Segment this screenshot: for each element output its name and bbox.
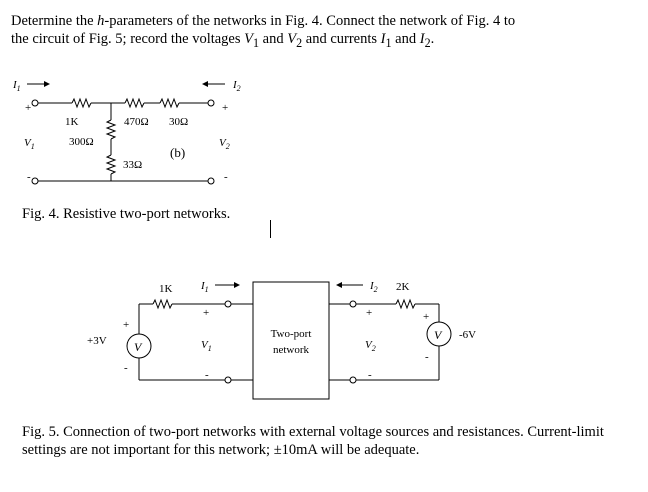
fig4-i1-arrow — [27, 81, 50, 87]
fig4-resistor-1k — [71, 97, 92, 109]
fig5-i1-label: I1 — [200, 280, 209, 294]
fig5-i2-label: I2 — [369, 280, 378, 294]
fig5-r1k-value: 1K — [159, 283, 173, 295]
fig4-r1k-value: 1K — [65, 116, 79, 128]
statement-line-1: Determine the h-parameters of the networ… — [11, 13, 516, 29]
fig4-terminal-1-bottom — [31, 177, 39, 185]
fig5-v1-plus: + — [203, 307, 209, 319]
fig4-v1-plus: + — [25, 102, 31, 114]
fig5-v2-label: V2 — [365, 339, 376, 353]
fig4-resistor-300 — [105, 119, 117, 140]
fig4-terminal-2-bottom — [207, 177, 215, 185]
fig5-left-plus: + — [123, 319, 129, 331]
fig4-i2-arrow — [202, 81, 225, 87]
fig5-left-minus: - — [124, 362, 128, 374]
problem-statement: Determine the h-parameters of the networ… — [11, 12, 641, 52]
two-port-box-line-2: network — [273, 344, 310, 356]
fig4-resistor-470 — [124, 97, 145, 109]
fig5-resistor-2k — [395, 298, 416, 310]
fig4-r300-value: 300Ω — [69, 136, 94, 148]
fig4-resistor-33 — [105, 154, 117, 175]
fig4-r30-value: 30Ω — [169, 116, 188, 128]
fig5-port2-bottom — [349, 376, 357, 384]
fig5-r2k-value: 2K — [396, 281, 410, 293]
two-port-network-box — [252, 281, 330, 400]
fig5-resistor-1k — [152, 298, 173, 310]
fig5-right-meter-symbol: V — [434, 328, 443, 342]
fig5-v2-plus: + — [366, 307, 372, 319]
fig5-left-meter-symbol: V — [134, 340, 143, 354]
fig5-right-plus: + — [423, 311, 429, 323]
fig4-i1-label: I1 — [12, 79, 21, 93]
fig4-v1-minus: - — [27, 171, 31, 183]
fig4-variant-label: (b) — [170, 145, 185, 160]
fig5-v1-label: V1 — [201, 339, 212, 353]
fig4-terminal-2-top — [207, 99, 215, 107]
fig4-circuit: I1 I2 — [12, 79, 241, 185]
fig4-v2-label: V2 — [219, 137, 230, 151]
fig4-r33-value: 33Ω — [123, 159, 142, 171]
fig5-port1-bottom — [224, 376, 232, 384]
fig4-v1-label: V1 — [24, 137, 35, 151]
fig4-v2-minus: - — [224, 171, 228, 183]
fig4-caption: Fig. 4. Resistive two-port networks. — [22, 206, 231, 222]
fig4-v2-plus: + — [222, 102, 228, 114]
fig4-i2-label: I2 — [232, 79, 241, 93]
fig5-right-minus: - — [425, 351, 429, 363]
fig5-v2-minus: - — [368, 369, 372, 381]
fig5-i2-arrow — [336, 282, 363, 288]
fig5-caption: Fig. 5. Connection of two-port networks … — [22, 424, 604, 458]
fig4-resistor-30 — [159, 97, 180, 109]
text-cursor — [270, 220, 271, 238]
fig5-left-source-value: +3V — [87, 335, 107, 347]
fig5-i1-arrow — [215, 282, 240, 288]
fig5-v1-minus: - — [205, 369, 209, 381]
statement-line-2: the circuit of Fig. 5; record the voltag… — [11, 31, 435, 50]
fig5-port2-top — [349, 300, 357, 308]
fig4-r470-value: 470Ω — [124, 116, 149, 128]
two-port-box-line-1: Two-port — [271, 328, 312, 340]
fig5-right-source-value: -6V — [459, 329, 476, 341]
fig5-port1-top — [224, 300, 232, 308]
fig4-terminal-1-top — [31, 99, 39, 107]
fig5-circuit: I1 I2 1K 2K +3V + - V -6V + - V — [87, 280, 476, 400]
